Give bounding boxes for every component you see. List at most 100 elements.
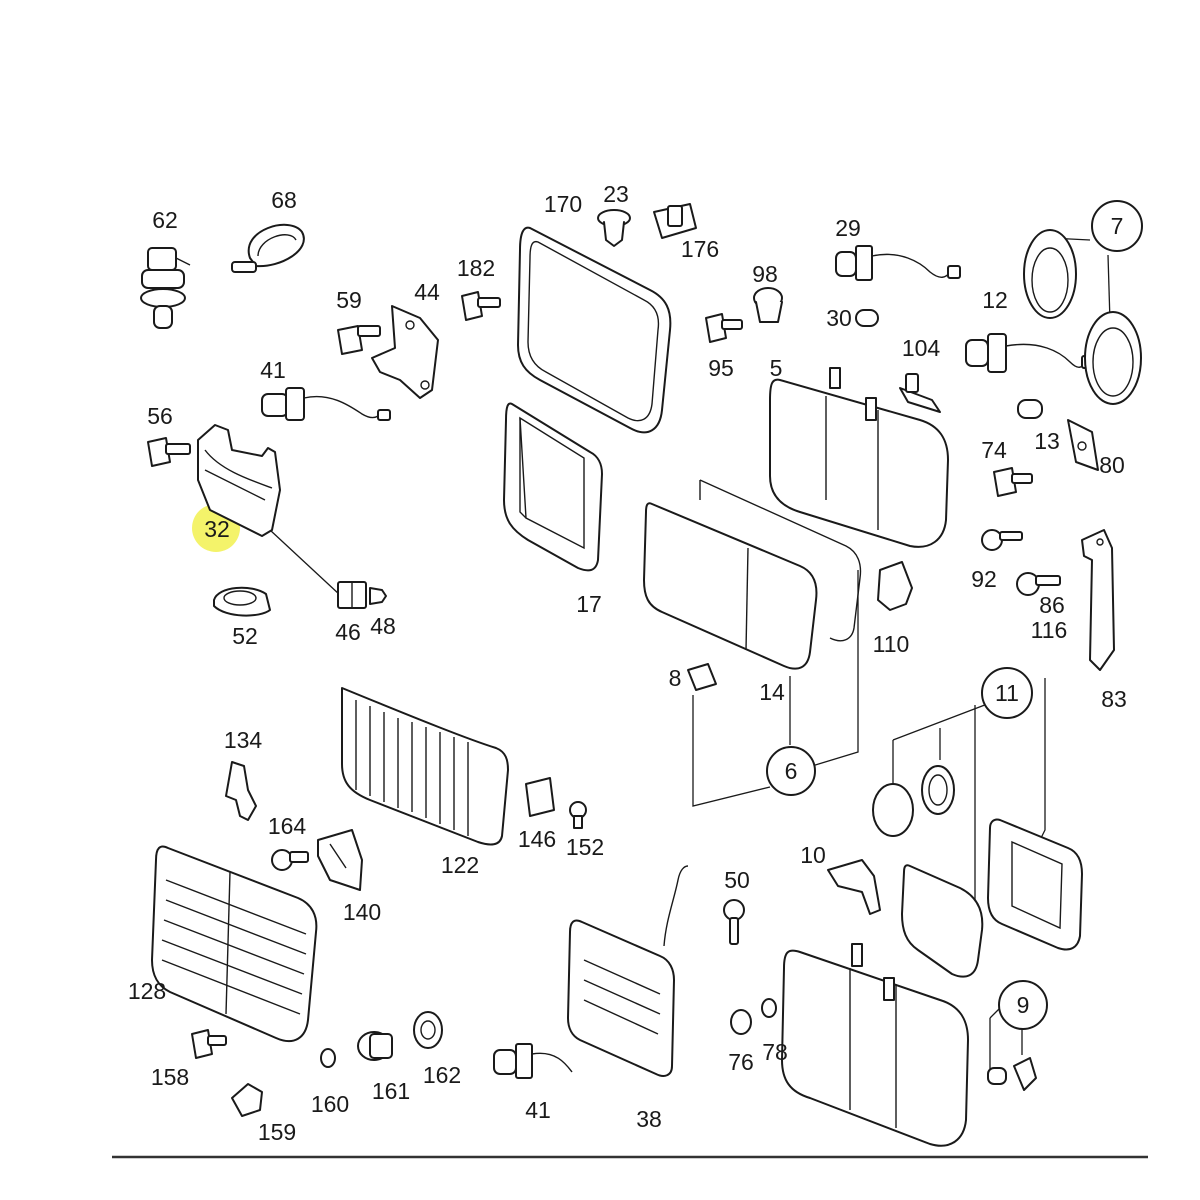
part-128-grille (151, 845, 318, 1043)
label-46: 46 (335, 619, 361, 645)
part-10-bracket (827, 859, 881, 915)
part-41-bulb-lower (493, 1043, 573, 1079)
label-159: 159 (258, 1119, 296, 1145)
part-headlamp-lower (781, 943, 969, 1147)
part-56-screw (147, 437, 191, 467)
part-170-gasket (517, 226, 672, 434)
part-52-cap (213, 586, 271, 617)
part-30-bulb (855, 309, 879, 327)
part-161-switch (357, 1031, 393, 1061)
part-14-lens (643, 502, 818, 670)
part-41-bulb-upper (261, 387, 391, 421)
label-23: 23 (603, 181, 629, 207)
part-164-screw (271, 849, 309, 871)
label-32: 32 (204, 516, 230, 542)
label-8: 8 (669, 665, 682, 691)
part-160-washer (320, 1048, 336, 1068)
label-59: 59 (336, 287, 362, 313)
part-122-grille-insert (341, 687, 509, 846)
part-7-cover-lower (1084, 311, 1142, 405)
part-80-clip (1067, 419, 1099, 471)
label-76: 76 (728, 1049, 754, 1075)
group-11-label: 11 (995, 680, 1019, 706)
part-62-clip (140, 247, 191, 329)
part-176-socket (653, 203, 697, 239)
label-10: 10 (800, 842, 826, 868)
label-122: 122 (441, 852, 479, 878)
label-68: 68 (271, 187, 297, 213)
label-52: 52 (232, 623, 258, 649)
label-5: 5 (770, 355, 783, 381)
part-74-screw (993, 467, 1033, 497)
part-159-clip (231, 1083, 263, 1117)
label-41-lower: 41 (525, 1097, 551, 1123)
part-83-bracket (1081, 529, 1115, 671)
label-182: 182 (457, 255, 495, 281)
label-30: 30 (826, 305, 852, 331)
label-98: 98 (752, 261, 778, 287)
label-160: 160 (311, 1091, 349, 1117)
label-13: 13 (1034, 428, 1060, 454)
group-6-marker: 6 (766, 746, 816, 796)
part-78-washer (761, 998, 777, 1018)
label-146: 146 (518, 826, 556, 852)
part-98-grommet (753, 287, 783, 323)
label-29: 29 (835, 215, 861, 241)
label-170: 170 (544, 191, 582, 217)
label-86: 86 (1039, 592, 1065, 618)
part-158-screw (191, 1029, 227, 1059)
part-11-seal-ring (872, 783, 914, 837)
part-46-connector (337, 581, 367, 609)
label-152: 152 (566, 834, 604, 860)
part-182-screw (461, 291, 501, 321)
label-110: 110 (873, 631, 910, 657)
part-17-housing (503, 402, 603, 572)
part-92-screw (981, 529, 1023, 551)
part-12-bulb (965, 333, 1095, 373)
part-13-bulb (1017, 399, 1043, 419)
label-14: 14 (759, 679, 785, 705)
label-41-upper: 41 (260, 357, 286, 383)
part-38-fog-lamp (567, 865, 689, 1077)
part-23-plug (597, 209, 631, 247)
part-140-block (317, 829, 363, 891)
label-12: 12 (982, 287, 1008, 313)
part-5-headlamp (769, 367, 949, 548)
group-7-marker: 7 (1091, 200, 1143, 252)
label-161: 161 (372, 1078, 410, 1104)
part-110-connector (877, 561, 913, 611)
part-104-clip (899, 373, 941, 413)
part-134-bracket (225, 761, 257, 821)
part-9-bulb-b (1013, 1057, 1037, 1091)
part-44-bracket (371, 305, 439, 399)
label-95: 95 (708, 355, 734, 381)
part-76-nut (730, 1009, 752, 1035)
group-9-label: 9 (1017, 992, 1030, 1018)
group-7-label: 7 (1111, 213, 1124, 239)
part-48-bulb (369, 587, 387, 605)
part-86-screw (1016, 572, 1061, 596)
label-134: 134 (224, 727, 263, 753)
part-8-clip (687, 663, 717, 691)
label-104: 104 (902, 335, 941, 361)
label-56: 56 (147, 403, 173, 429)
group-6-label: 6 (785, 758, 798, 784)
label-92: 92 (971, 566, 997, 592)
part-68-cable-tie (231, 223, 305, 273)
label-80: 80 (1099, 452, 1125, 478)
part-162-nut (413, 1011, 443, 1049)
label-48: 48 (370, 613, 396, 639)
label-78: 78 (762, 1039, 788, 1065)
part-146-clip (525, 777, 555, 817)
label-164: 164 (268, 813, 307, 839)
part-9-bulb-a (987, 1067, 1007, 1085)
label-74: 74 (981, 437, 1007, 463)
part-152-pin (569, 801, 587, 829)
group-9-marker: 9 (998, 980, 1048, 1030)
label-116: 116 (1031, 617, 1068, 643)
part-95-screw (705, 313, 743, 343)
label-140: 140 (343, 899, 381, 925)
label-50: 50 (724, 867, 750, 893)
label-38: 38 (636, 1106, 662, 1132)
